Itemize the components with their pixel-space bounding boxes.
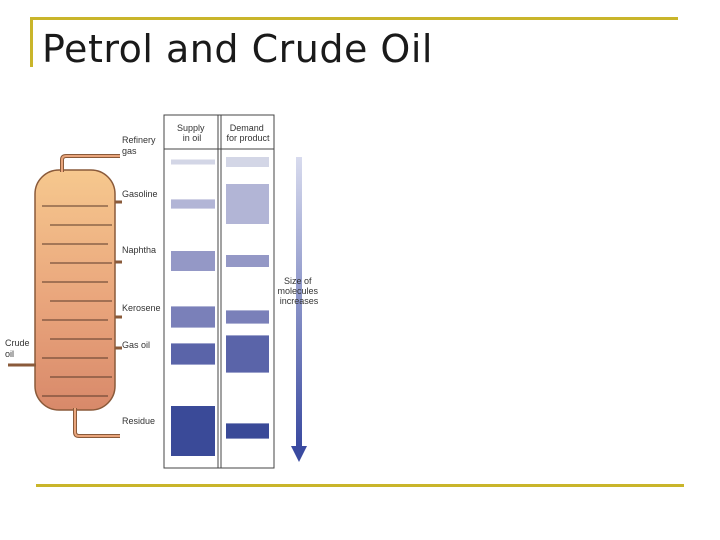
supply-bar-residue bbox=[171, 406, 215, 456]
molecule-size-label: Size of molecules increases bbox=[277, 276, 320, 306]
demand-bar-naphtha bbox=[226, 255, 269, 267]
demand-column-header: Demand for product bbox=[226, 123, 270, 143]
demand-bar-refinery-gas bbox=[226, 157, 269, 167]
fraction-label-residue: Residue bbox=[122, 416, 155, 426]
slide-frame-top bbox=[30, 17, 678, 20]
demand-bar-gasoline bbox=[226, 184, 269, 224]
fraction-label-kerosene: Kerosene bbox=[122, 303, 161, 313]
slide-frame-left bbox=[30, 17, 33, 67]
fraction-label-gas-oil: Gas oil bbox=[122, 340, 150, 350]
demand-bar-gas-oil bbox=[226, 335, 269, 373]
supply-bar-gasoline bbox=[171, 199, 215, 209]
supply-bar-gas-oil bbox=[171, 343, 215, 365]
fraction-label-naphtha: Naphtha bbox=[122, 245, 156, 255]
supply-column-header: Supply in oil bbox=[177, 123, 207, 143]
fraction-label-refinery-gas: Refinery gas bbox=[122, 135, 158, 156]
supply-bar-kerosene bbox=[171, 306, 215, 328]
demand-bar-residue bbox=[226, 423, 269, 439]
fraction-label-gasoline: Gasoline bbox=[122, 189, 158, 199]
demand-bar-kerosene bbox=[226, 310, 269, 324]
slide-title: Petrol and Crude Oil bbox=[42, 27, 433, 71]
slide-frame-bottom bbox=[36, 484, 684, 487]
supply-bar-naphtha bbox=[171, 251, 215, 271]
supply-demand-bars bbox=[171, 157, 269, 456]
fractionating-column bbox=[8, 154, 122, 438]
supply-bar-refinery-gas bbox=[171, 159, 215, 165]
crude-oil-label: Crude oil bbox=[5, 338, 32, 359]
column-trays bbox=[42, 205, 112, 397]
molecule-size-arrow bbox=[291, 157, 307, 462]
